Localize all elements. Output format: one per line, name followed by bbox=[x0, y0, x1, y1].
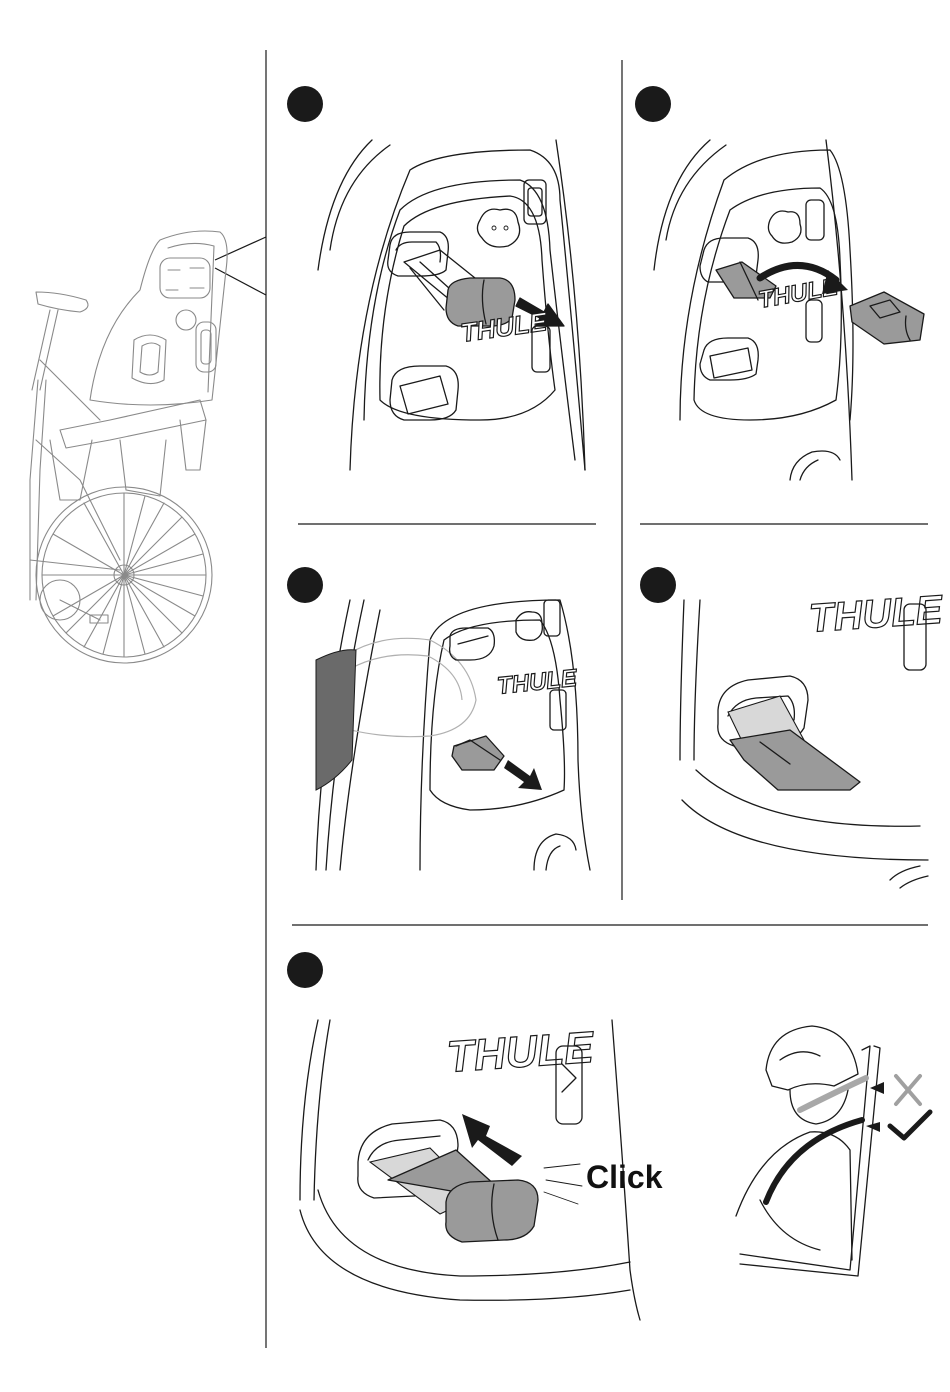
harness-height-check bbox=[736, 1026, 930, 1276]
thule-logo: THULE bbox=[808, 588, 945, 641]
step-marker-5 bbox=[287, 952, 323, 988]
click-label: Click bbox=[586, 1159, 663, 1195]
cross-icon bbox=[896, 1076, 920, 1104]
check-icon bbox=[890, 1112, 930, 1138]
step-marker-4 bbox=[640, 567, 676, 603]
step-1-illustration: THULE bbox=[318, 140, 585, 470]
thule-logo: THULE bbox=[445, 1023, 596, 1082]
step-4-illustration: THULE bbox=[680, 588, 945, 888]
step-marker-2 bbox=[635, 86, 671, 122]
step-2-illustration: THULE bbox=[654, 140, 924, 480]
step-5-illustration: THULE Click bbox=[300, 1020, 663, 1320]
bicycle-overview bbox=[30, 231, 227, 663]
step-marker-3 bbox=[287, 567, 323, 603]
step-marker-1 bbox=[287, 86, 323, 122]
step-3-illustration: THULE bbox=[316, 600, 590, 870]
thule-logo: THULE bbox=[496, 665, 579, 700]
